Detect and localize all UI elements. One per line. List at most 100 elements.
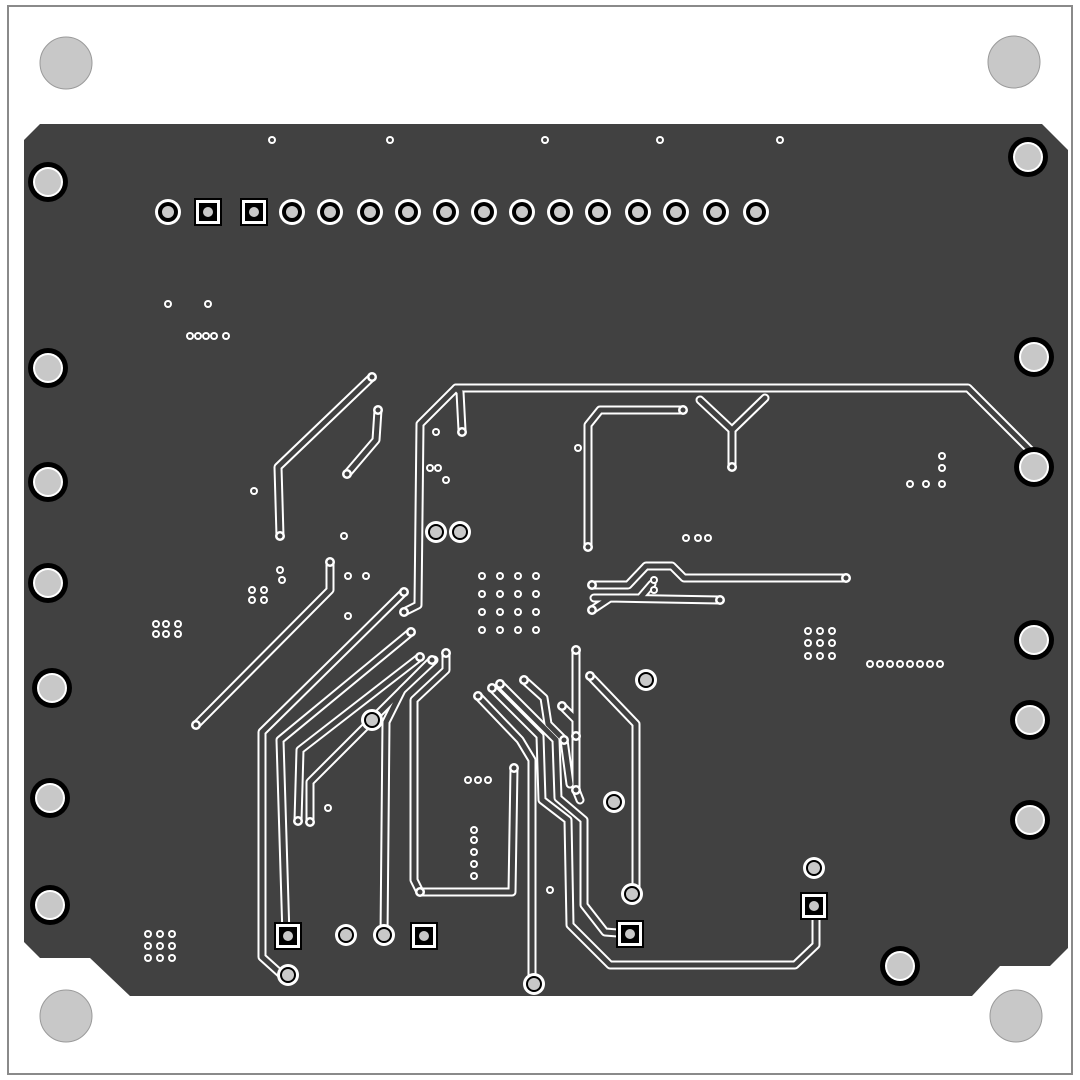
- via-hole: [196, 334, 200, 338]
- trace-via-hole: [327, 559, 333, 565]
- via-hole: [346, 614, 350, 618]
- trace-via-hole: [417, 654, 423, 660]
- trace-via-hole: [573, 647, 579, 653]
- trace-via-hole: [443, 650, 449, 656]
- edge-pad-hole: [35, 469, 61, 495]
- header-pin-hole: [440, 206, 452, 218]
- round-pad-hole: [454, 526, 466, 538]
- via-hole: [480, 592, 484, 596]
- mounting-hole: [987, 35, 1041, 89]
- via-hole: [706, 536, 710, 540]
- header-pin-hole: [286, 206, 298, 218]
- via-hole: [534, 610, 538, 614]
- edge-pad-hole: [35, 169, 61, 195]
- via-hole: [176, 632, 180, 636]
- round-pad-hole: [378, 929, 390, 941]
- trace-via-hole: [589, 582, 595, 588]
- edge-pads: [28, 137, 1054, 986]
- via-hole: [543, 138, 547, 142]
- via-hole: [516, 628, 520, 632]
- round-pad-hole: [626, 888, 638, 900]
- trace-via-hole: [729, 464, 735, 470]
- via-hole: [428, 466, 432, 470]
- via-hole: [146, 932, 150, 936]
- trace-via-hole: [369, 374, 375, 380]
- trace: [307, 657, 435, 825]
- trace-via-hole: [589, 607, 595, 613]
- trace: [275, 374, 375, 539]
- via-hole: [818, 629, 822, 633]
- via-hole: [176, 622, 180, 626]
- via-hole: [466, 778, 470, 782]
- via-hole: [480, 628, 484, 632]
- trace-via-hole: [680, 407, 686, 413]
- via-hole: [908, 662, 912, 666]
- header-pin-hole: [554, 206, 566, 218]
- trace: [259, 589, 407, 978]
- edge-pad-hole: [1017, 707, 1043, 733]
- trace-via-hole: [561, 737, 567, 743]
- mounting-hole: [989, 989, 1043, 1043]
- header-pin-hole: [592, 206, 604, 218]
- via-hole: [262, 598, 266, 602]
- edge-pad-hole: [35, 570, 61, 596]
- via-hole: [158, 956, 162, 960]
- via-hole: [472, 828, 476, 832]
- via-hole: [830, 641, 834, 645]
- via-hole: [888, 662, 892, 666]
- round-pad-hole: [528, 978, 540, 990]
- square-pad-hole: [625, 929, 635, 939]
- trace: [401, 385, 459, 615]
- round-pad-hole: [808, 862, 820, 874]
- trace-via-hole: [587, 673, 593, 679]
- via-hole: [158, 944, 162, 948]
- via-hole: [436, 466, 440, 470]
- trace: [344, 407, 381, 477]
- header-pin-hole: [478, 206, 490, 218]
- trace: [193, 559, 333, 728]
- trace: [277, 629, 414, 939]
- via-hole: [940, 482, 944, 486]
- via-hole: [534, 574, 538, 578]
- via-hole: [480, 610, 484, 614]
- trace-via-hole: [521, 677, 527, 683]
- via-hole: [778, 138, 782, 142]
- via-hole: [806, 654, 810, 658]
- via-hole: [938, 662, 942, 666]
- trace: [589, 563, 849, 588]
- via-hole: [146, 956, 150, 960]
- trace-via-hole: [295, 818, 301, 824]
- via-hole: [154, 632, 158, 636]
- via-hole: [924, 482, 928, 486]
- header-pin-hole: [364, 206, 376, 218]
- via-hole: [270, 138, 274, 142]
- via-hole: [250, 598, 254, 602]
- trace-via-hole: [717, 597, 723, 603]
- via-hole: [280, 578, 284, 582]
- round-pad-hole: [608, 796, 620, 808]
- via-hole: [278, 568, 282, 572]
- trace-via-hole: [417, 889, 423, 895]
- edge-pad-hole: [1021, 454, 1047, 480]
- via-hole: [262, 588, 266, 592]
- via-hole: [818, 654, 822, 658]
- header-pin-hole: [632, 206, 644, 218]
- edge-pad-hole: [1015, 144, 1041, 170]
- via-hole: [498, 610, 502, 614]
- via-hole: [364, 574, 368, 578]
- via-hole: [516, 574, 520, 578]
- via-hole: [154, 622, 158, 626]
- trace-via-hole: [573, 787, 579, 793]
- pin-header: [155, 198, 769, 226]
- trace: [585, 407, 686, 550]
- header-pin-hole: [324, 206, 336, 218]
- via-hole: [346, 574, 350, 578]
- edge-pad-hole: [1021, 627, 1047, 653]
- via-hole: [928, 662, 932, 666]
- trace: [559, 703, 579, 733]
- via-hole: [652, 588, 656, 592]
- via-hole: [472, 850, 476, 854]
- trace: [295, 654, 423, 824]
- via-hole: [158, 932, 162, 936]
